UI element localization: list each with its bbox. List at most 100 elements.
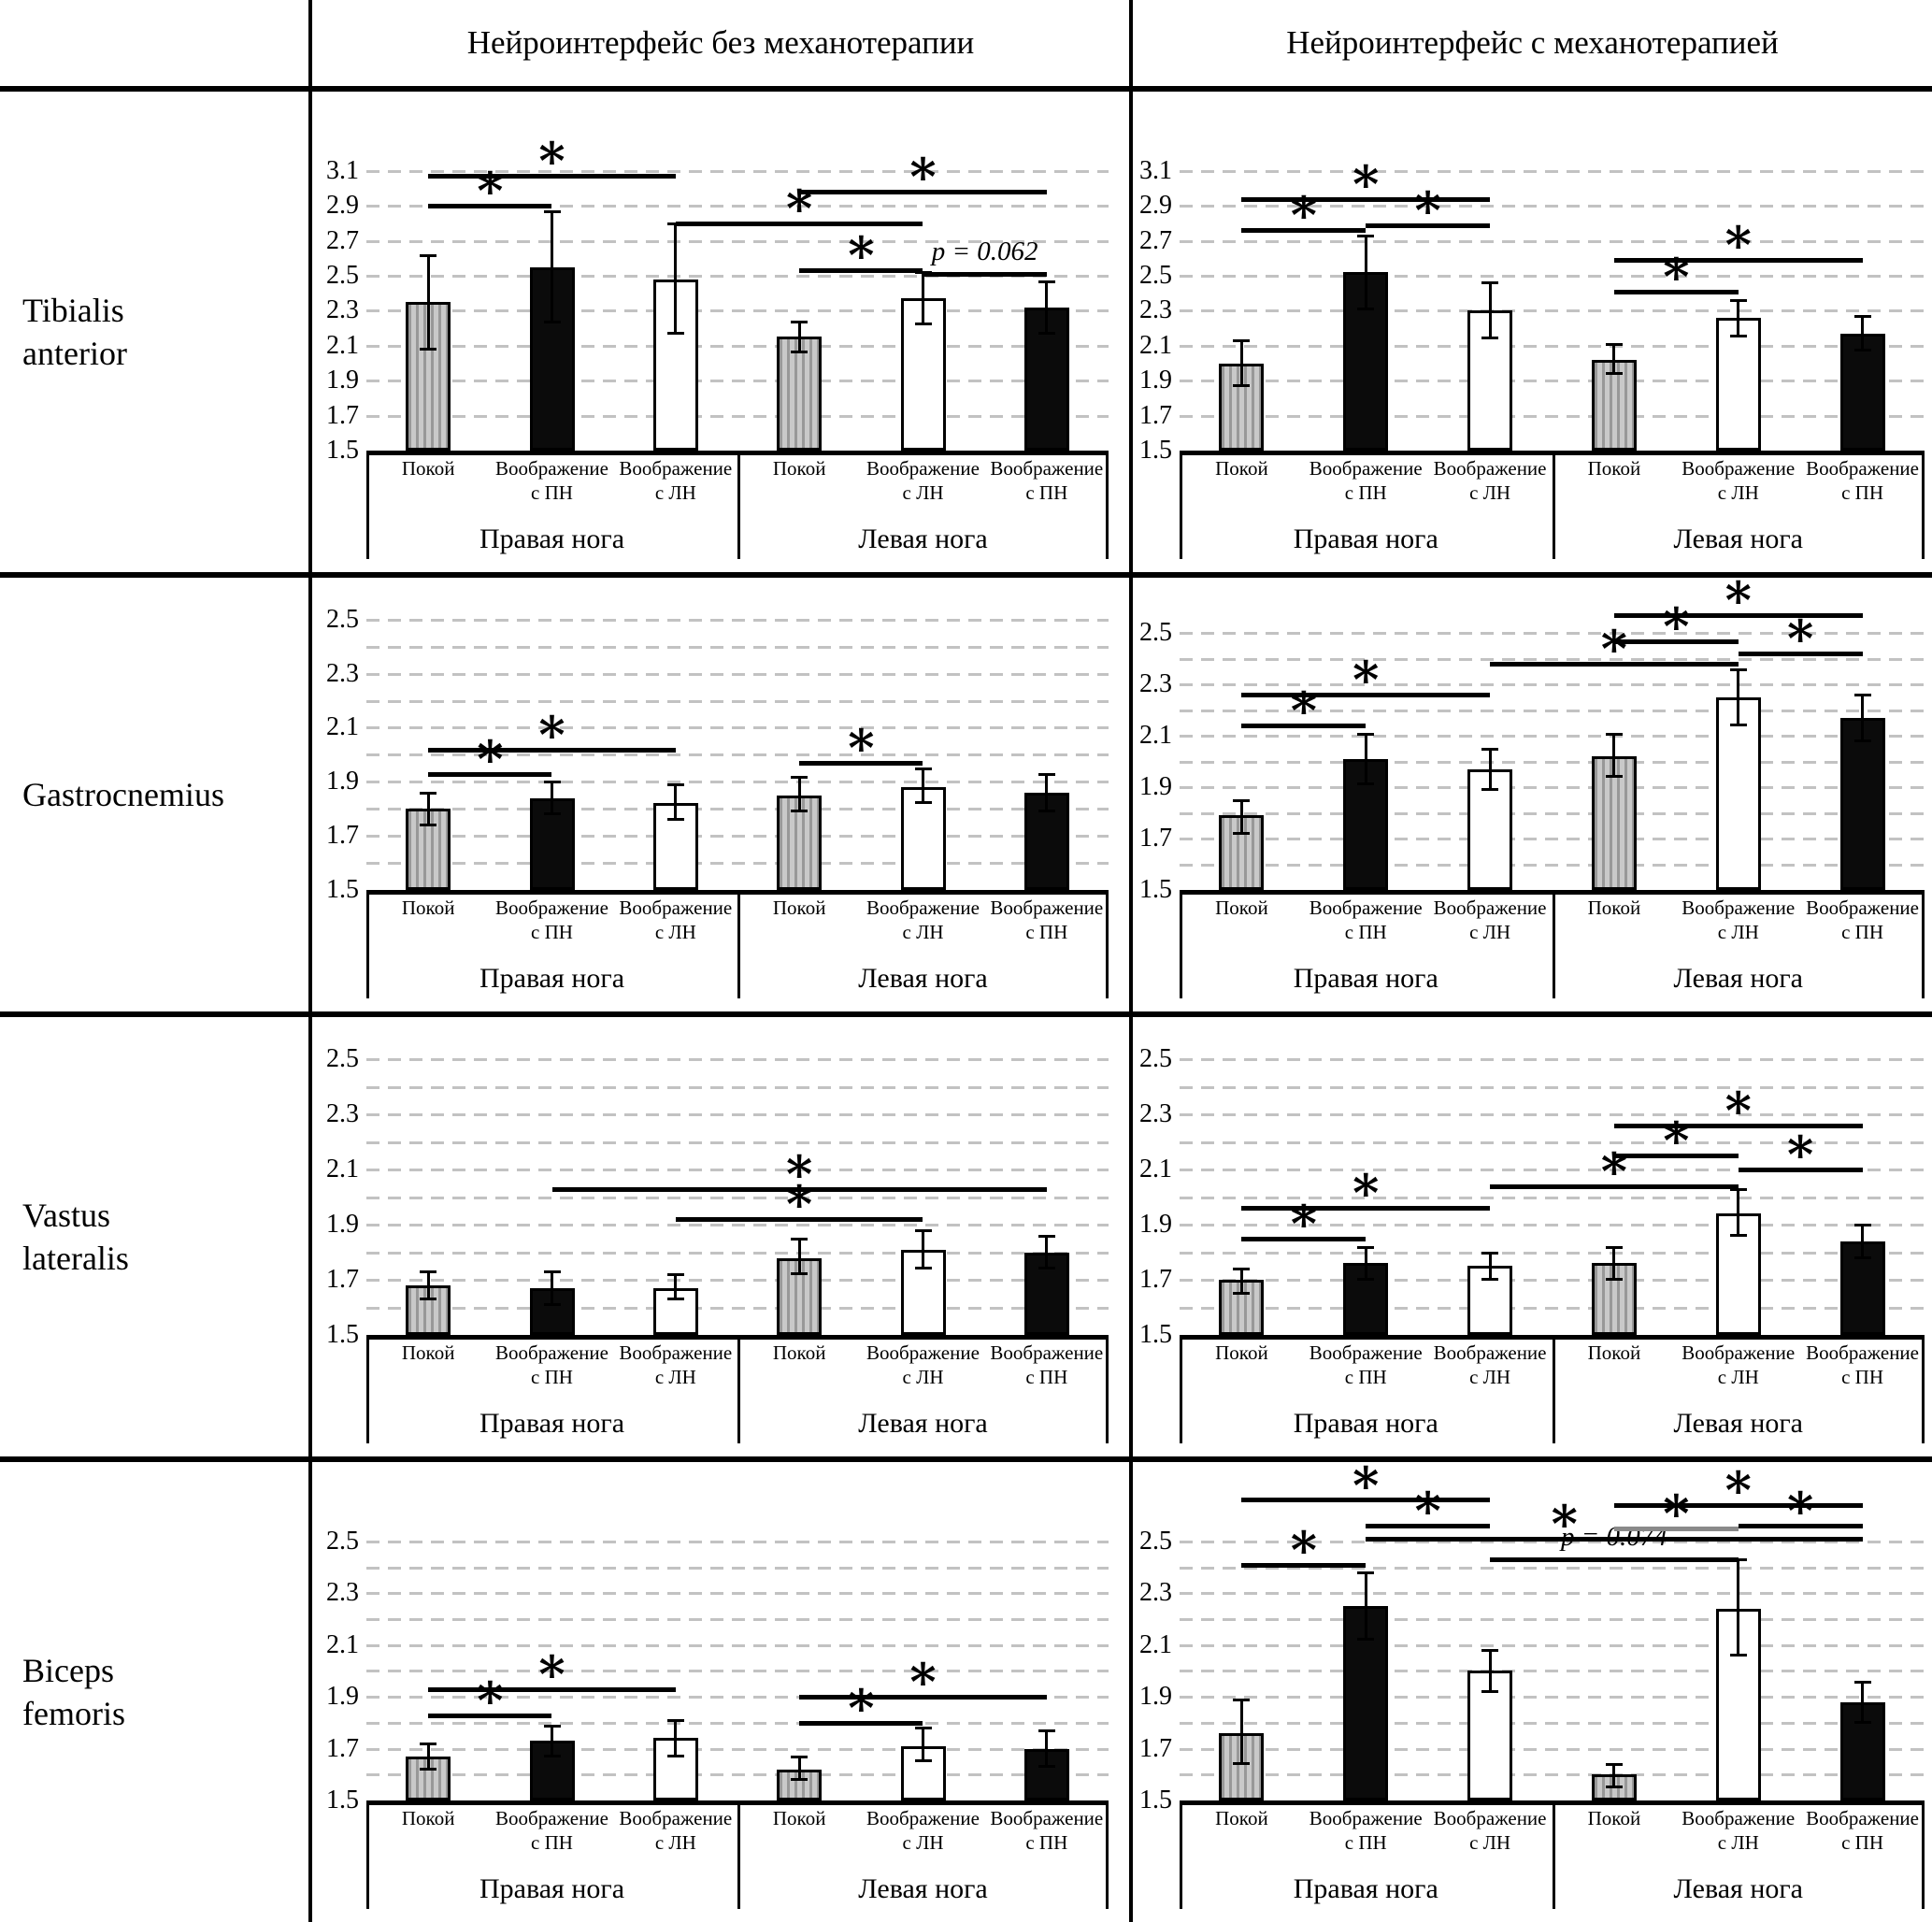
error-bar-cap-bottom xyxy=(1853,1720,1871,1724)
gridline xyxy=(366,1196,1109,1199)
group-divider xyxy=(1922,1800,1925,1909)
significance-asterisk: * xyxy=(1663,1483,1690,1543)
gridline xyxy=(1180,632,1925,636)
gridline xyxy=(1180,760,1925,764)
leg-group-label: Правая нога xyxy=(1293,1873,1438,1904)
leg-group-label: Левая нога xyxy=(1673,963,1803,994)
y-axis-tick-label: 2.9 xyxy=(1139,191,1172,221)
error-bar xyxy=(797,1238,801,1275)
error-bar-cap-bottom xyxy=(1853,349,1871,352)
error-bar-cap-bottom xyxy=(1481,337,1499,340)
error-bar-cap-bottom xyxy=(1853,739,1871,742)
gridline xyxy=(366,275,1109,278)
error-bar xyxy=(1488,282,1492,339)
category-label: Воображение с ПН xyxy=(1806,1341,1919,1388)
error-bar xyxy=(1239,1269,1243,1294)
category-label: Покой xyxy=(772,896,826,919)
category-label: Воображение с ПН xyxy=(990,896,1104,943)
error-bar-cap-bottom xyxy=(914,801,932,805)
category-label: Воображение с ПН xyxy=(1806,1807,1919,1854)
error-bar xyxy=(426,254,430,350)
gridline xyxy=(366,645,1109,649)
y-axis-tick-label: 2.3 xyxy=(326,1099,359,1129)
error-bar xyxy=(551,1725,553,1757)
group-divider xyxy=(737,890,740,998)
significance-asterisk: * xyxy=(1414,1481,1441,1542)
error-bar-cap-top xyxy=(1605,732,1623,736)
category-label: Воображение с ПН xyxy=(990,1807,1104,1854)
y-axis-tick-label: 1.7 xyxy=(1139,824,1172,853)
leg-group-label: Правая нога xyxy=(479,963,625,994)
error-bar xyxy=(1364,1572,1367,1641)
significance-line xyxy=(428,1686,676,1692)
y-axis-tick-label: 1.7 xyxy=(326,1265,359,1295)
error-bar-cap-top xyxy=(1233,1698,1251,1701)
error-bar-cap-bottom xyxy=(666,1297,684,1300)
significance-line xyxy=(1613,1124,1863,1129)
y-axis-tick-label: 1.5 xyxy=(326,1320,359,1349)
error-bar-cap-bottom xyxy=(791,810,809,813)
bar-black xyxy=(1839,333,1885,451)
gridline xyxy=(1180,1113,1925,1117)
y-axis-tick-label: 2.1 xyxy=(1139,1155,1172,1184)
significance-asterisk: * xyxy=(786,1174,813,1235)
significance-asterisk: * xyxy=(1787,609,1814,669)
y-axis-tick-label: 1.5 xyxy=(326,436,359,465)
error-bar xyxy=(1045,1730,1049,1767)
gridline xyxy=(366,1566,1109,1570)
error-bar xyxy=(1861,1681,1865,1723)
gridline xyxy=(1180,414,1925,418)
gridline xyxy=(366,1773,1109,1777)
y-axis-tick-label: 3.1 xyxy=(326,155,359,185)
gridline xyxy=(366,1592,1109,1596)
gridline xyxy=(1180,1085,1925,1089)
error-bar-cap-bottom xyxy=(1853,1255,1871,1259)
category-label: Воображение с ЛН xyxy=(1433,457,1547,504)
error-bar xyxy=(1861,1225,1865,1258)
y-axis-tick-label: 1.7 xyxy=(326,821,359,851)
significance-line xyxy=(428,747,676,753)
error-bar-cap-bottom xyxy=(1605,1278,1623,1282)
error-bar-cap-bottom xyxy=(543,321,561,324)
category-label: Покой xyxy=(401,1341,455,1364)
error-bar-cap-top xyxy=(420,1743,437,1746)
y-axis-tick-label: 2.5 xyxy=(326,604,359,634)
significance-line xyxy=(428,204,552,209)
category-label: Воображение с ЛН xyxy=(1433,896,1547,943)
gridline xyxy=(366,309,1109,313)
error-bar-cap-bottom xyxy=(1729,1653,1747,1657)
gridline xyxy=(1180,1643,1925,1647)
significance-asterisk: * xyxy=(1724,1081,1752,1141)
significance-line xyxy=(1613,289,1739,294)
error-bar-cap-top xyxy=(666,1719,684,1723)
category-label: Покой xyxy=(1215,1807,1268,1829)
group-divider xyxy=(1552,1335,1555,1443)
group-divider xyxy=(366,1800,369,1909)
plot-area: *** xyxy=(366,587,1109,895)
category-label: Воображение с ЛН xyxy=(1682,1341,1796,1388)
y-axis-tick-label: 1.5 xyxy=(1139,875,1172,904)
significance-asterisk: * xyxy=(1551,1494,1578,1555)
gridline xyxy=(366,1169,1109,1172)
gridline xyxy=(1180,1306,1925,1310)
group-divider xyxy=(737,451,740,559)
significance-asterisk: * xyxy=(1724,1460,1752,1521)
gridline xyxy=(1180,863,1925,867)
error-bar-cap-top xyxy=(791,1755,809,1758)
significance-asterisk: * xyxy=(1290,681,1317,741)
group-divider xyxy=(366,451,369,559)
error-bar-cap-bottom xyxy=(1357,782,1375,786)
gridline xyxy=(366,1670,1109,1673)
category-label: Воображение с ПН xyxy=(1309,1807,1423,1854)
error-bar-cap-top xyxy=(420,791,437,795)
error-bar xyxy=(1737,300,1740,337)
plot-area: ****** xyxy=(1180,1026,1925,1340)
gridline xyxy=(1180,709,1925,712)
y-axis-tick-label: 2.1 xyxy=(326,330,359,360)
y-axis-tick-label: 2.9 xyxy=(326,191,359,221)
error-bar-cap-bottom xyxy=(1233,1291,1251,1295)
error-bar-cap-top xyxy=(666,783,684,787)
